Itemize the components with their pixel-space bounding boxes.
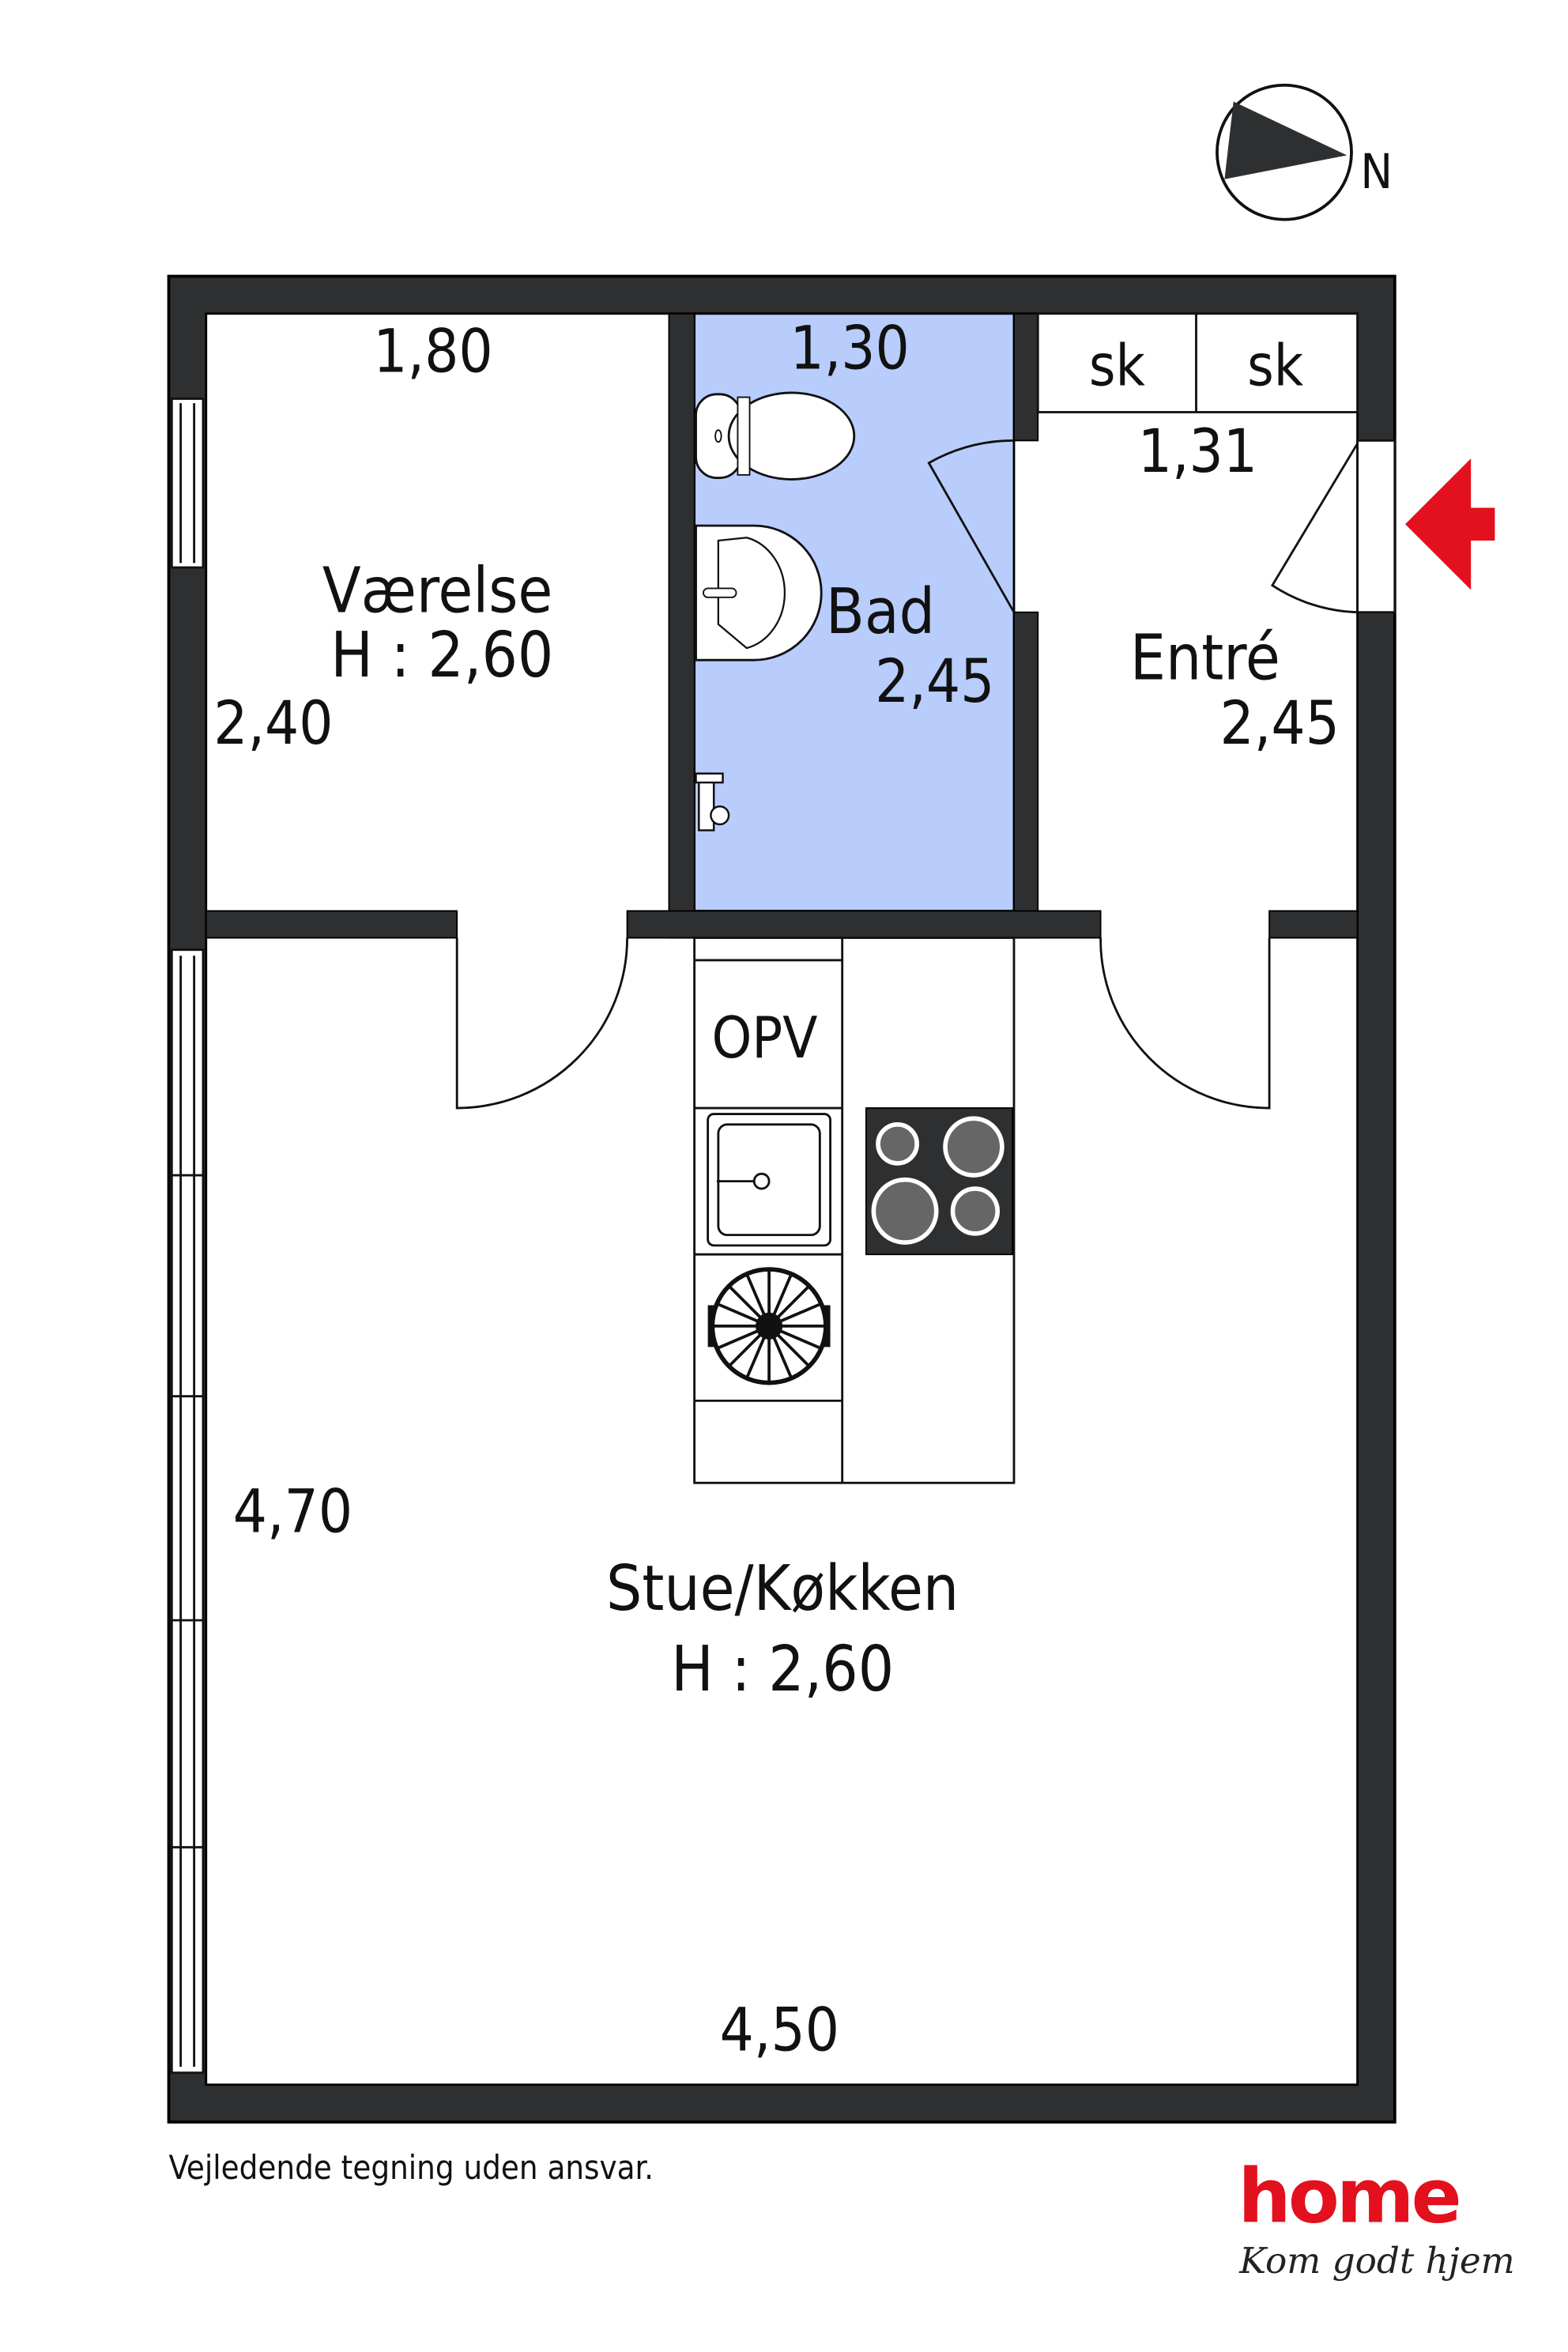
room-bad: 1,30 Bad 2,45	[790, 314, 994, 716]
door-entrance	[1270, 443, 1359, 614]
cooktop-icon	[865, 1107, 1014, 1256]
dimension-label: 1,30	[790, 314, 909, 383]
toilet-icon	[695, 391, 856, 481]
closet-label: sk	[1247, 332, 1304, 398]
entrance-arrow-icon	[1405, 458, 1495, 590]
dimension-label: 4,70	[233, 1477, 352, 1547]
closets: sk sk	[1036, 312, 1359, 413]
logo-tagline: Kom godt hjem	[1238, 2240, 1514, 2282]
closet-label: sk	[1089, 332, 1146, 398]
door-vaerelse	[455, 937, 629, 1110]
dimension-label: 2,45	[875, 646, 994, 716]
disclaimer-text: Vejledende tegning uden ansvar.	[169, 2148, 654, 2187]
sink-icon	[695, 524, 823, 662]
door-bad	[927, 439, 1016, 613]
doors	[455, 439, 1359, 1110]
door-entre-stue	[1099, 937, 1271, 1110]
room-name: Bad	[826, 575, 935, 648]
compass-needle-icon	[1224, 101, 1348, 179]
room-name: Værelse	[322, 554, 552, 628]
windows	[170, 398, 205, 2075]
fan-drum-icon	[707, 1267, 831, 1385]
room-name: Entré	[1130, 621, 1280, 695]
dimension-label: 2,45	[1220, 688, 1340, 758]
dimension-label: 1,80	[373, 316, 492, 386]
compass: N	[1216, 83, 1393, 221]
room-vaerelse: 1,80 Værelse H : 2,60 2,40	[213, 316, 553, 757]
room-name: Stue/Køkken	[606, 1551, 959, 1625]
compass-north-label: N	[1360, 145, 1393, 200]
home-logo: home Kom godt hjem	[1238, 2154, 1514, 2282]
shower-icon	[695, 772, 730, 831]
room-height: H : 2,60	[330, 618, 553, 692]
opv-label: OPV	[711, 1004, 817, 1071]
room-height: H : 2,60	[671, 1632, 894, 1706]
dimension-label: 2,40	[213, 688, 333, 758]
kitchen-sink-icon	[707, 1113, 831, 1247]
room-stue: 4,70 Stue/Køkken H : 2,60 4,50	[233, 1477, 959, 2065]
dimension-label: 1,31	[1138, 416, 1257, 486]
room-entre: 1,31 Entré 2,45	[1130, 416, 1340, 758]
dimension-label: 4,50	[720, 1995, 839, 2064]
entrance-door-opening	[1356, 439, 1396, 614]
logo-brand: home	[1238, 2154, 1459, 2241]
